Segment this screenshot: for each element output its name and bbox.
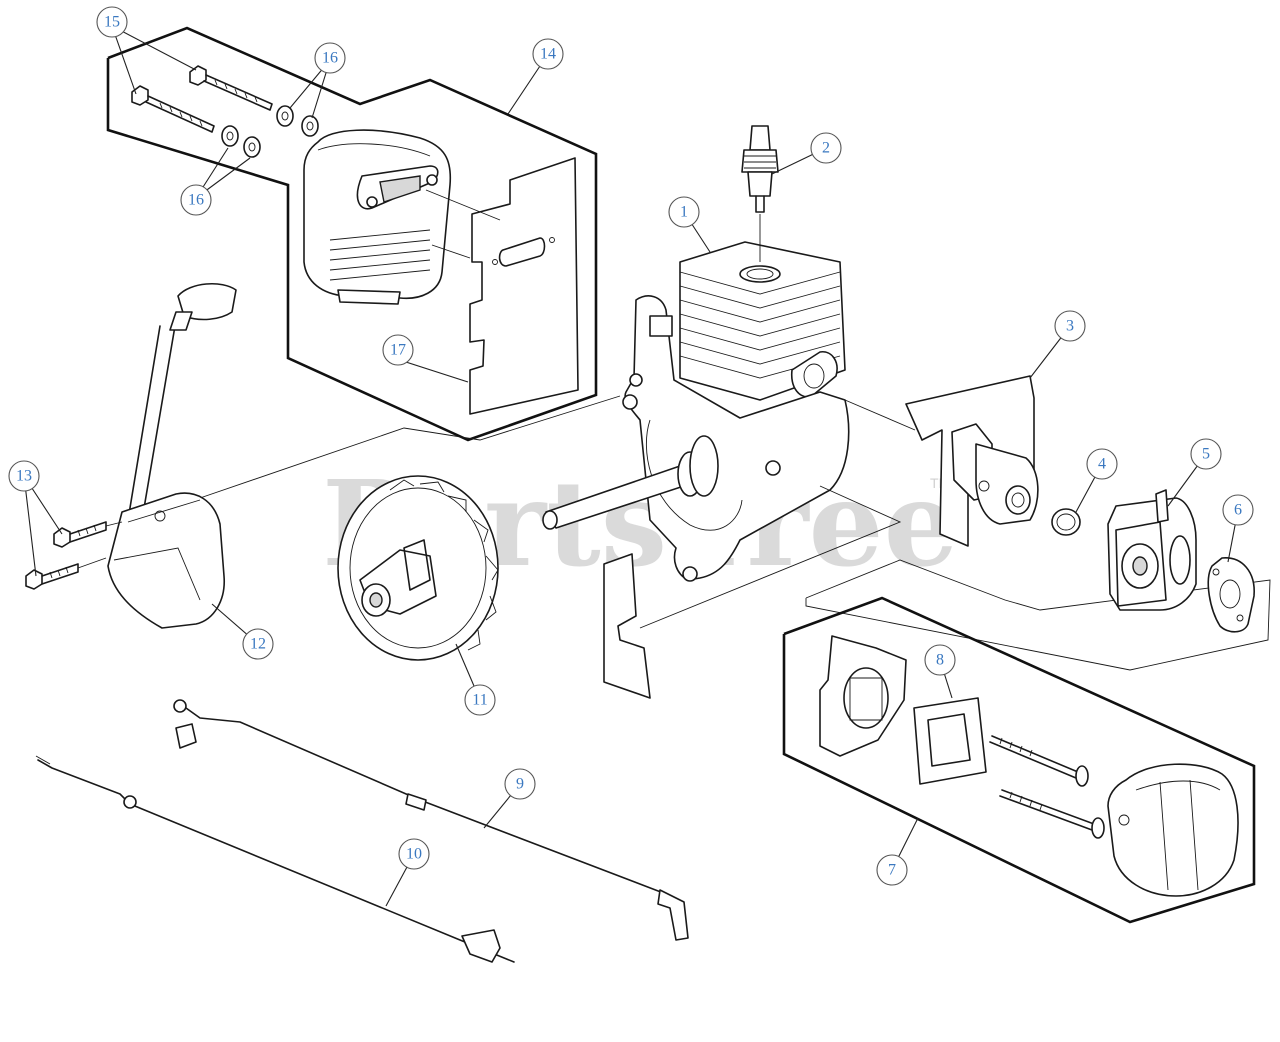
callout-16-lower[interactable]: 16	[180, 184, 212, 216]
flywheel-guide-line	[199, 395, 621, 499]
callout-17[interactable]: 17	[382, 334, 414, 366]
carb-guide-line-lower	[805, 559, 1271, 671]
washer-upper-b	[301, 115, 319, 137]
throttle-cable-10	[35, 755, 515, 963]
ignition-module	[107, 282, 237, 629]
svg-text:10: 10	[406, 846, 422, 863]
svg-text:15: 15	[104, 14, 120, 31]
svg-text:2: 2	[822, 140, 830, 157]
air-filter-base	[819, 635, 907, 757]
crankshaft	[542, 435, 719, 530]
callout-6[interactable]: 6	[1222, 494, 1254, 526]
callout-10[interactable]: 10	[398, 838, 430, 870]
callout-8[interactable]: 8	[924, 644, 956, 676]
svg-text:5: 5	[1202, 446, 1210, 463]
callout-4[interactable]: 4	[1086, 448, 1118, 480]
spark-plug	[741, 125, 779, 213]
crankcase-gasket	[603, 553, 651, 699]
muffler-bolt-upper	[189, 65, 273, 111]
svg-text:7: 7	[888, 862, 896, 879]
svg-text:13: 13	[16, 468, 32, 485]
heat-shield-3	[905, 375, 1039, 547]
o-ring-4	[1051, 508, 1081, 536]
svg-text:4: 4	[1098, 456, 1106, 473]
flywheel	[337, 475, 499, 661]
svg-text:16: 16	[322, 50, 338, 67]
washer-lower-b	[243, 136, 261, 158]
callout-3[interactable]: 3	[1054, 310, 1086, 342]
carburetor-5	[1107, 489, 1197, 611]
throttle-cable-9	[173, 699, 689, 941]
svg-text:6: 6	[1234, 502, 1242, 519]
cylinder	[679, 241, 846, 401]
svg-text:9: 9	[516, 776, 524, 793]
ignition-screw-lower	[25, 563, 79, 590]
svg-text:11: 11	[472, 692, 487, 709]
center-guide-line	[639, 485, 902, 629]
callout-14[interactable]: 14	[532, 38, 564, 70]
callout-5[interactable]: 5	[1190, 438, 1222, 470]
callout-7[interactable]: 7	[876, 854, 908, 886]
callout-12[interactable]: 12	[242, 628, 274, 660]
washer-lower-a	[221, 125, 239, 147]
carb-gasket-6	[1207, 557, 1255, 633]
washer-upper-a	[276, 105, 294, 127]
air-filter-8	[913, 697, 987, 785]
muffler	[303, 129, 452, 305]
air-filter-kit-box	[782, 596, 1256, 924]
ignition-screw-guide-line	[77, 521, 123, 569]
muffler-kit-box	[106, 26, 598, 442]
svg-text:8: 8	[936, 652, 944, 669]
muffler-gasket-guide-line	[425, 189, 501, 259]
svg-text:12: 12	[250, 636, 266, 653]
svg-text:1: 1	[680, 204, 688, 221]
ignition-screw-upper	[53, 521, 107, 548]
carb-guide-line-upper	[844, 399, 916, 431]
muffler-gasket	[469, 157, 579, 415]
callout-9[interactable]: 9	[504, 768, 536, 800]
callout-16-upper[interactable]: 16	[314, 42, 346, 74]
air-filter-cover	[1107, 763, 1239, 897]
muffler-bolt-lower	[131, 85, 215, 133]
svg-text:16: 16	[188, 192, 204, 209]
air-filter-screw-upper	[989, 735, 1089, 787]
svg-text:17: 17	[390, 342, 406, 359]
crankcase	[622, 295, 850, 582]
svg-text:14: 14	[540, 46, 556, 63]
callout-11[interactable]: 11	[464, 684, 496, 716]
callout-1[interactable]: 1	[668, 196, 700, 228]
air-filter-screw-lower	[999, 789, 1105, 839]
callout-13[interactable]: 13	[8, 460, 40, 492]
callout-2[interactable]: 2	[810, 132, 842, 164]
callout-15[interactable]: 15	[96, 6, 128, 38]
svg-text:3: 3	[1066, 318, 1074, 335]
